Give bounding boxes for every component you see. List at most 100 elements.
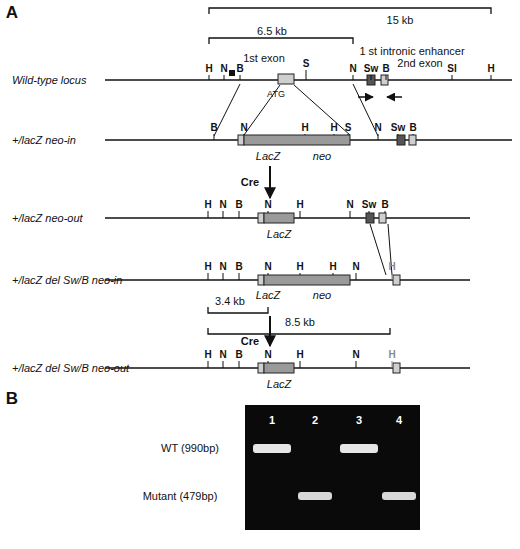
site-tick bbox=[240, 75, 241, 80]
site-tick bbox=[208, 211, 209, 218]
dimension: 8.5 kb bbox=[285, 317, 315, 328]
site-tick bbox=[371, 75, 372, 80]
restriction-site: H bbox=[204, 262, 211, 272]
site-tick bbox=[353, 75, 354, 80]
restriction-site: H bbox=[205, 64, 212, 74]
restriction-site: H bbox=[296, 200, 303, 210]
restriction-site: B bbox=[409, 123, 416, 133]
restriction-site: S bbox=[303, 59, 310, 69]
site-tick bbox=[223, 273, 224, 280]
dimension: 3.4 kb bbox=[215, 296, 245, 307]
site-tick bbox=[413, 134, 414, 135]
site-tick bbox=[214, 134, 215, 140]
restriction-site: H bbox=[296, 350, 303, 360]
site-tick bbox=[209, 75, 210, 80]
lane-number: 4 bbox=[396, 415, 402, 426]
enzyme-label: Cre bbox=[241, 177, 259, 188]
site-ticks bbox=[208, 70, 491, 368]
site-tick bbox=[239, 361, 240, 368]
site-tick bbox=[305, 134, 306, 135]
restriction-site: B bbox=[210, 123, 217, 133]
allele-name: +/lacZ neo-out bbox=[12, 213, 83, 224]
brackets bbox=[208, 8, 491, 334]
arrows bbox=[270, 97, 402, 346]
gene-name: LacZ bbox=[267, 379, 291, 390]
gene-name: LacZ bbox=[256, 151, 280, 162]
restriction-site: N bbox=[219, 262, 226, 272]
restriction-site: B bbox=[235, 262, 242, 272]
panel-letter: A bbox=[6, 4, 18, 21]
dimension: 6.5 kb bbox=[257, 26, 287, 37]
site-tick bbox=[333, 273, 334, 275]
restriction-site: H bbox=[204, 200, 211, 210]
site-tick bbox=[306, 70, 307, 80]
site-tick bbox=[334, 134, 335, 135]
restriction-site: B bbox=[381, 200, 388, 210]
site-tick bbox=[208, 361, 209, 368]
restriction-site: N bbox=[264, 262, 271, 272]
restriction-site: H bbox=[296, 262, 303, 272]
feature-label: 1st exon bbox=[243, 53, 285, 64]
site-tick bbox=[268, 211, 269, 213]
gene-name: neo bbox=[313, 290, 331, 301]
gel bbox=[245, 405, 420, 530]
restriction-site: Sw bbox=[364, 64, 378, 74]
restriction-site: N bbox=[264, 350, 271, 360]
site-tick bbox=[491, 75, 492, 80]
restriction-site: H bbox=[329, 262, 336, 272]
restriction-site: H bbox=[487, 64, 494, 74]
allele-name: +/lacZ del Sw/B neo-out bbox=[12, 363, 129, 374]
feature-label: 2nd exon bbox=[397, 58, 442, 69]
allele-name: Wild-type locus bbox=[12, 75, 86, 86]
probe bbox=[229, 70, 235, 76]
gene-name: neo bbox=[313, 151, 331, 162]
lane-number: 2 bbox=[312, 415, 318, 426]
restriction-site: Sl bbox=[447, 64, 456, 74]
site-tick bbox=[239, 211, 240, 218]
band-label: Mutant (479bp) bbox=[143, 491, 218, 502]
lane-number: 1 bbox=[269, 415, 275, 426]
restriction-site: B bbox=[236, 64, 243, 74]
panel-letter: B bbox=[6, 390, 18, 407]
site-tick bbox=[385, 211, 386, 213]
restriction-site: N bbox=[374, 123, 381, 133]
site-tick bbox=[398, 134, 399, 135]
restriction-site: H bbox=[301, 123, 308, 133]
restriction-site: N bbox=[352, 350, 359, 360]
feature-label: 1 st intronic enhancer bbox=[359, 46, 464, 57]
lane-number: 3 bbox=[356, 415, 362, 426]
restriction-site: N bbox=[219, 350, 226, 360]
site-tick bbox=[386, 75, 387, 80]
site-tick bbox=[300, 361, 301, 368]
restriction-site: N bbox=[264, 200, 271, 210]
restriction-site: N bbox=[240, 123, 247, 133]
dimension: 15 kb bbox=[387, 15, 414, 26]
site-tick bbox=[208, 273, 209, 280]
gene-name: LacZ bbox=[267, 229, 291, 240]
enzyme-label: Cre bbox=[241, 336, 259, 347]
allele-name: +/lacZ del Sw/B neo-in bbox=[12, 275, 122, 286]
site-tick bbox=[369, 211, 370, 213]
restriction-site: B bbox=[235, 200, 242, 210]
site-tick bbox=[452, 75, 453, 80]
restriction-site: B bbox=[235, 350, 242, 360]
site-tick bbox=[244, 134, 245, 135]
restriction-site: H bbox=[388, 262, 395, 272]
site-tick bbox=[223, 211, 224, 218]
restriction-site: Sw bbox=[362, 200, 376, 210]
gene-name: LacZ bbox=[256, 290, 280, 301]
restriction-site: N bbox=[349, 64, 356, 74]
site-tick bbox=[239, 273, 240, 280]
site-tick bbox=[378, 134, 379, 140]
restriction-site: H bbox=[388, 350, 395, 360]
site-tick bbox=[300, 273, 301, 275]
dna-lines bbox=[105, 80, 512, 368]
restriction-site: Sw bbox=[391, 123, 405, 133]
restriction-site: B bbox=[382, 64, 389, 74]
site-tick bbox=[350, 211, 351, 218]
exons bbox=[238, 74, 416, 373]
site-tick bbox=[300, 211, 301, 218]
site-tick bbox=[268, 361, 269, 363]
band-label: WT (990bp) bbox=[161, 443, 219, 454]
recombination-lines bbox=[214, 84, 392, 275]
